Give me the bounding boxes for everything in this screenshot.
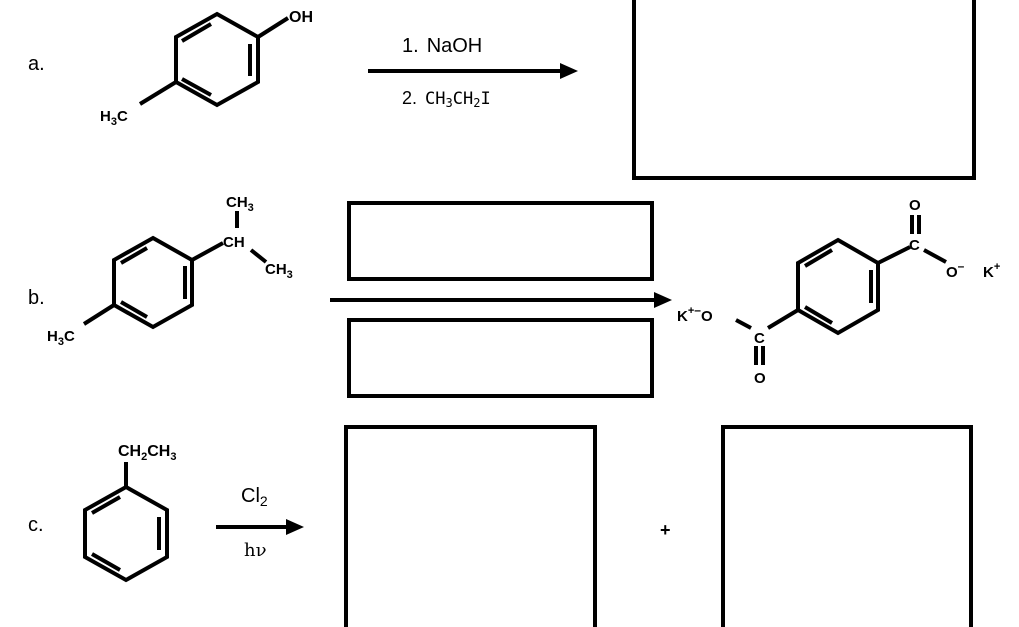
ring-double-bond — [120, 300, 148, 319]
right-counterion-label: K+ — [983, 261, 1000, 281]
left-carbonyl-o-label: O — [754, 370, 766, 387]
terephthalate-structure — [735, 215, 947, 365]
methyl-bond-right — [249, 248, 268, 264]
reaction-arrow-c — [216, 519, 304, 535]
light-label: hν — [244, 540, 267, 561]
left-carbon-label: C — [754, 330, 765, 347]
right-methyl-label: CH3 — [265, 261, 293, 281]
problem-a-label: a. — [28, 53, 45, 75]
co-single-bond — [923, 248, 947, 264]
benzene-ring — [174, 11, 260, 108]
answer-box-c-product-1[interactable] — [344, 425, 597, 627]
ethylbenzene-structure — [83, 462, 169, 583]
ch-label: CH — [223, 234, 245, 251]
oh-bond — [256, 16, 290, 39]
cl2-label: Cl2 — [241, 485, 268, 509]
step1-text: 1.NaOH — [402, 35, 482, 57]
p-cymene-structure — [82, 211, 268, 330]
answer-box-a-product[interactable] — [632, 0, 976, 180]
problem-c-label: c. — [28, 514, 44, 536]
top-methyl-label: CH3 — [226, 194, 254, 214]
step2-text: 2.CH3CH2I — [402, 88, 491, 110]
ring-double-bond — [803, 305, 834, 325]
ethyl-label: CH2CH3 — [118, 443, 176, 463]
benzene-ring — [112, 235, 194, 330]
bottom-methyl-label: H3C — [47, 328, 75, 348]
carboxylate-bond — [766, 308, 800, 330]
reaction-arrow-a — [368, 63, 578, 79]
benzene-ring — [83, 484, 169, 583]
methyl-bond-bottom — [82, 303, 116, 326]
isopropyl-bond — [191, 241, 224, 262]
ring-double-bond — [91, 552, 121, 572]
left-counterion-label: K+–O — [677, 303, 713, 325]
problem-b-label: b. — [28, 287, 45, 309]
answer-box-b-reagent-1[interactable] — [347, 201, 654, 281]
ring-double-bond — [91, 495, 121, 515]
ring-double-bond — [181, 77, 212, 97]
right-carbonyl-o-label: O — [909, 197, 921, 214]
benzene-ring — [796, 237, 880, 336]
carboxylate-bond — [877, 245, 911, 265]
answer-box-c-product-2[interactable] — [721, 425, 973, 627]
ring-double-bond — [180, 22, 213, 43]
methyl-bond — [138, 80, 178, 106]
p-cresol-structure — [138, 11, 290, 108]
ring-double-bond — [803, 248, 834, 268]
ring-double-bond — [120, 246, 148, 265]
right-carbon-label: C — [909, 237, 920, 254]
methyl-label: H3C — [100, 108, 128, 128]
answer-box-b-reagent-2[interactable] — [347, 318, 654, 398]
oh-label: OH — [289, 9, 313, 26]
plus-sign: + — [660, 520, 671, 540]
right-oxygen-label: O– — [946, 259, 965, 281]
reaction-arrow-b — [330, 292, 672, 308]
co-single-bond — [735, 318, 752, 330]
